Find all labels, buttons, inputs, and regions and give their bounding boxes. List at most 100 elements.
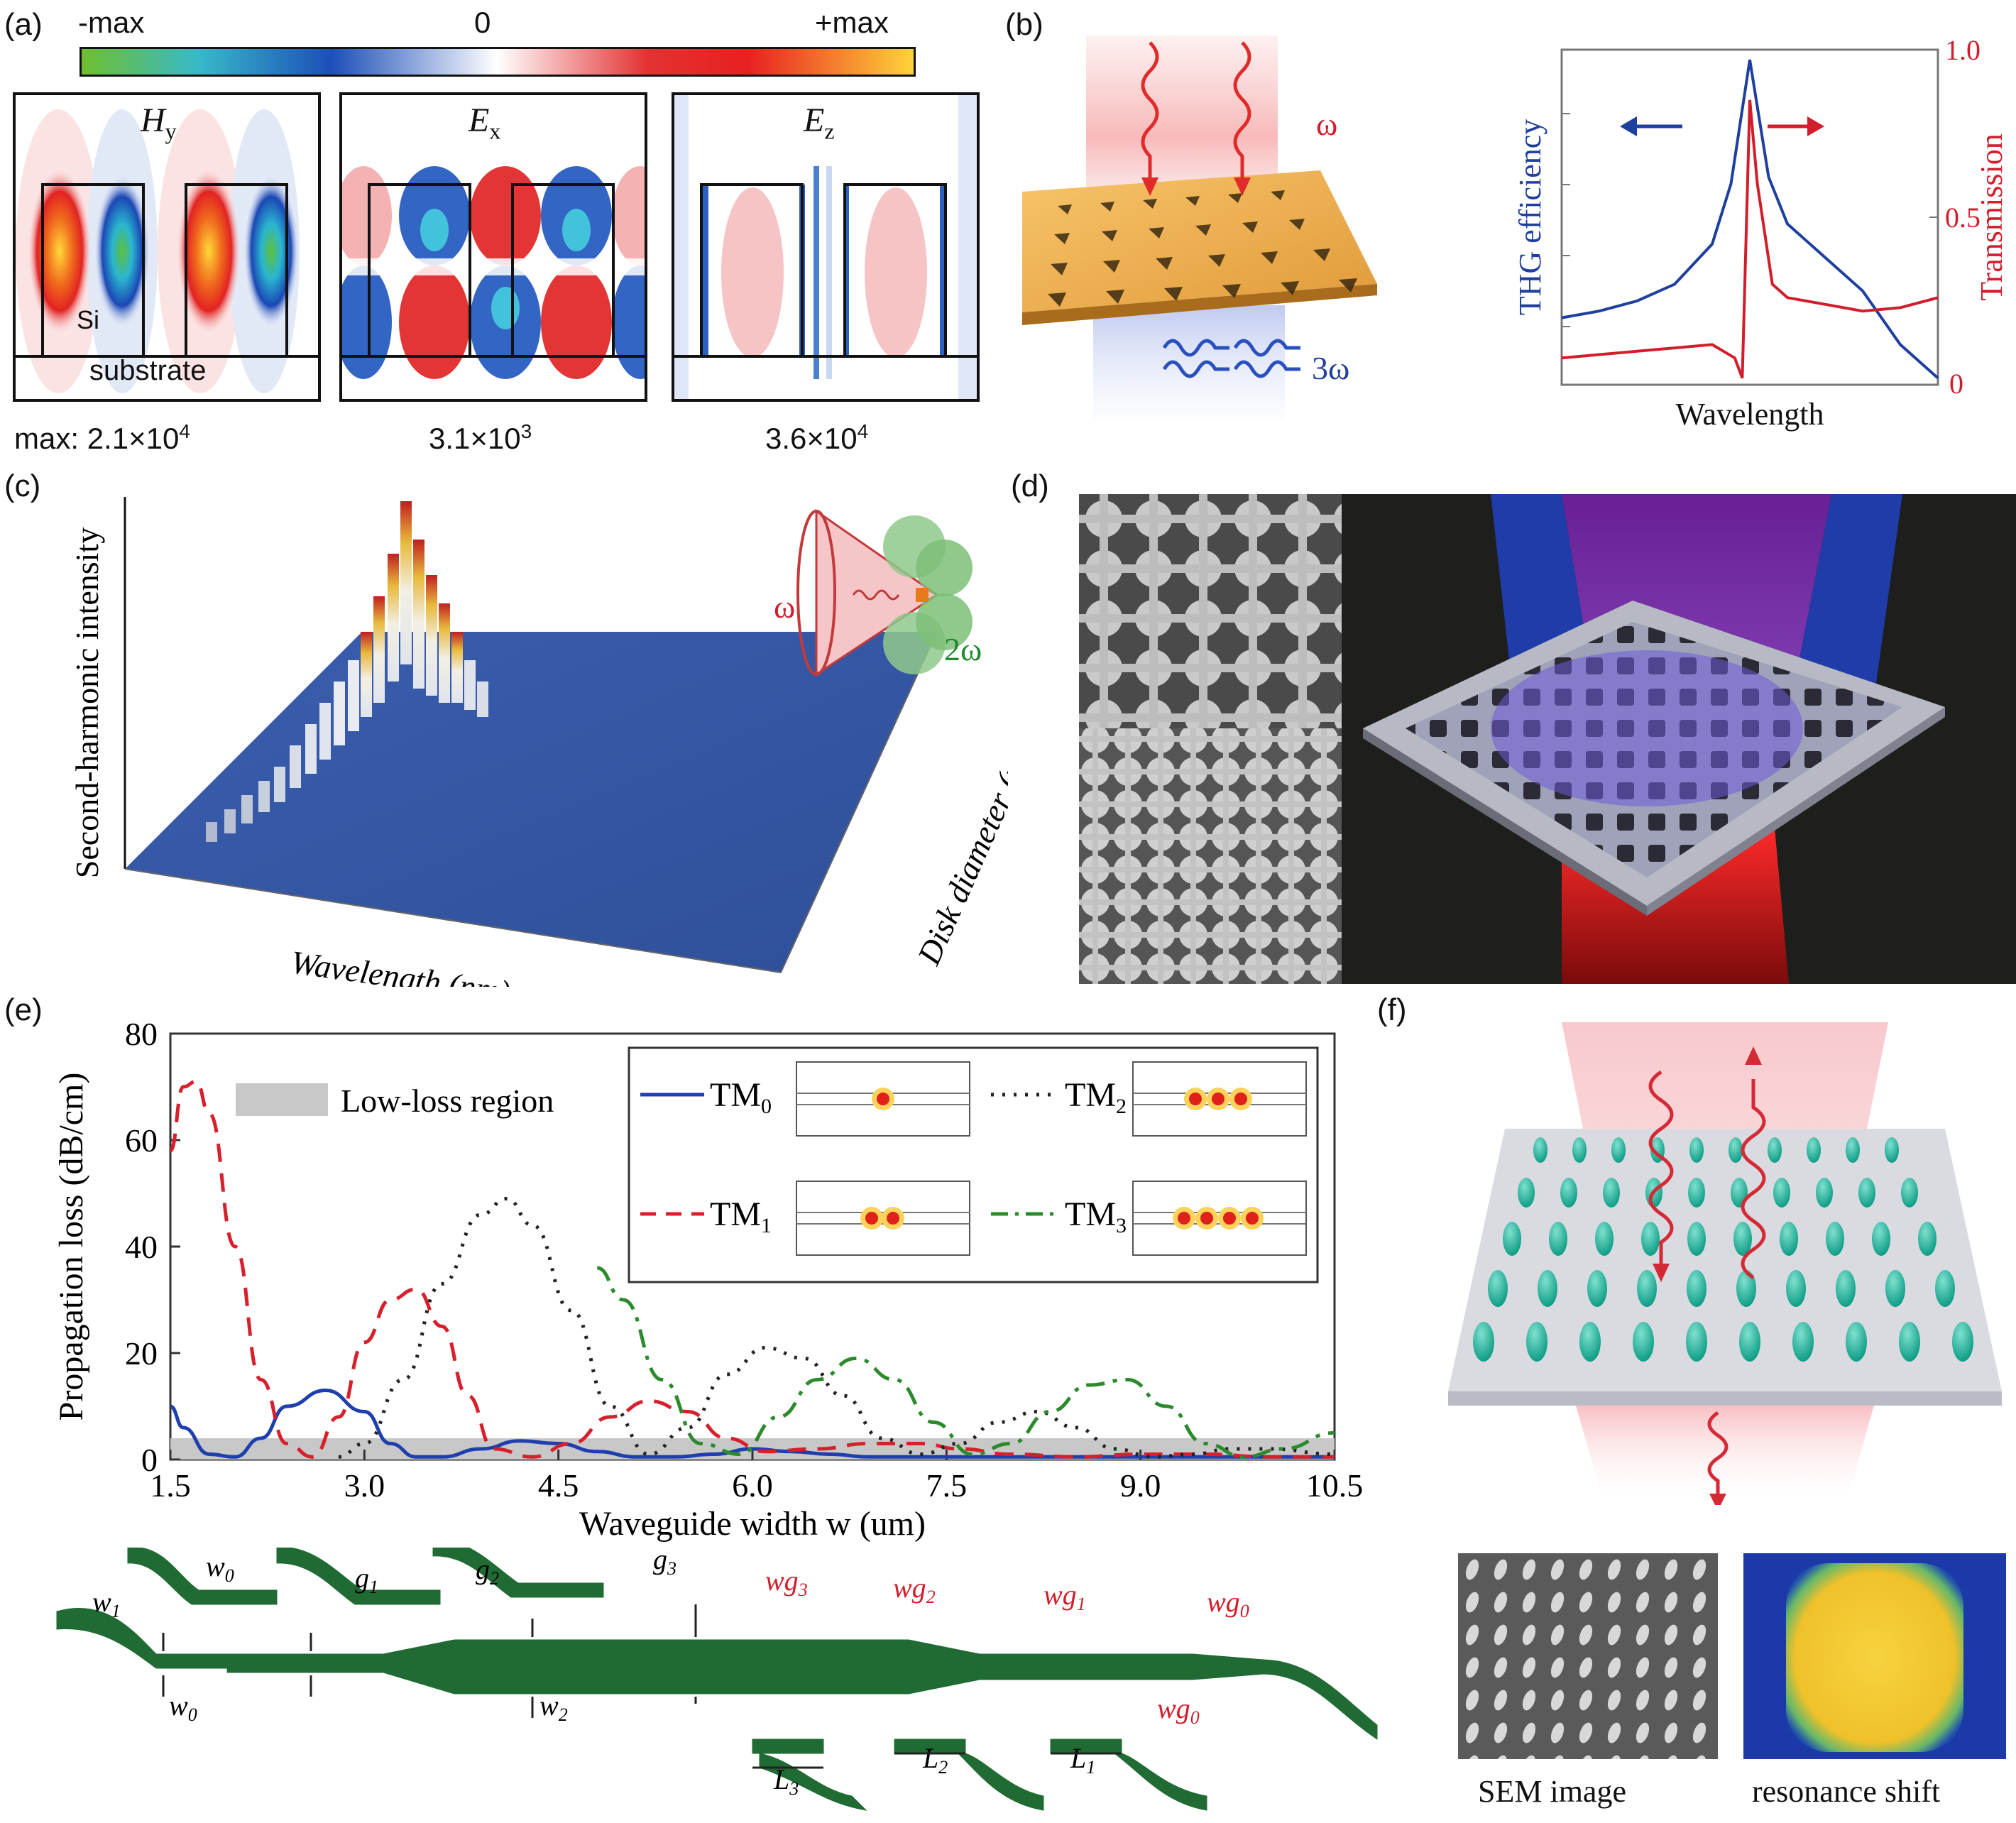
c-two-omega: 2ω <box>944 631 982 667</box>
right-tick-0.5: 0.5 <box>1945 202 1981 234</box>
resonance-shift-caption: resonance shift <box>1752 1774 1941 1809</box>
resonance-shift-map <box>1743 1553 2006 1759</box>
L2-label: L2 <box>922 1742 948 1778</box>
colorbar-mid-label: 0 <box>474 6 491 39</box>
photonic-crystal-figure <box>1079 494 2016 984</box>
legend-tm2: TM2 <box>1065 1076 1127 1118</box>
c-ylabel: Second-harmonic intensity <box>69 527 105 878</box>
colorbar <box>80 47 916 77</box>
max-prefix: max: <box>14 422 87 455</box>
b-series-thg <box>1561 59 1939 380</box>
max-exponent: 4 <box>179 420 190 442</box>
substrate-label: substrate <box>89 355 207 386</box>
sh-3d-plot: Wavelength (nm) Second-harmonic intensit… <box>69 497 1008 987</box>
field-map-ex <box>339 92 647 402</box>
colorbar-max-label: +max <box>815 6 889 39</box>
wg1-label: wg1 <box>1043 1579 1086 1614</box>
y-tick-label: 20 <box>125 1335 158 1372</box>
e-series-tm3 <box>596 1266 1335 1459</box>
panel-f-label: (f) <box>1377 992 1407 1027</box>
c-zlabel: Disk diameter (nm) <box>910 723 1008 970</box>
max-exponent: 3 <box>520 420 532 442</box>
b-xlabel: Wavelength <box>1675 397 1824 432</box>
right-tick-0: 0 <box>1949 368 1963 400</box>
x-tick-label: 1.5 <box>150 1467 191 1504</box>
legend-tm1: TM1 <box>710 1195 772 1237</box>
field-max-ex: 3.1×103 <box>429 420 532 456</box>
b-ylabel-right: Transmission <box>1974 133 2009 301</box>
wg0-lower-label: wg0 <box>1157 1692 1200 1728</box>
max-mantissa: 3.1×10 <box>429 422 521 455</box>
panel-e-label: (e) <box>4 992 43 1027</box>
right-tick-1: 1.0 <box>1945 34 1981 66</box>
x-tick-label: 6.0 <box>732 1467 773 1504</box>
e-series-tm1 <box>168 1079 1335 1459</box>
panel-b-label: (b) <box>1005 7 1043 42</box>
panel-a-label: (a) <box>4 7 43 42</box>
field-title-ez: Ez <box>804 101 835 145</box>
propagation-loss-chart: 1.5 3.0 4.5 6.0 7.5 9.0 10.5 0 20 40 60 80 Low-loss… <box>53 1016 1364 1543</box>
low-loss-swatch <box>236 1083 328 1116</box>
wg0-label: wg0 <box>1207 1586 1249 1621</box>
field-map-hy <box>13 92 321 402</box>
x-tick-label: 4.5 <box>538 1467 579 1504</box>
sem-image <box>1458 1553 1718 1759</box>
low-loss-legend: Low-loss region <box>341 1083 554 1119</box>
red-arrowhead <box>1807 116 1824 136</box>
field-map-ez <box>672 92 980 402</box>
thg-transmission-chart: 1.0 0.5 0 Wavelength THG efficiency Tran… <box>1513 34 2009 432</box>
field-symbol: E <box>469 102 490 139</box>
g2-label: g2 <box>476 1553 499 1589</box>
three-omega-label: 3ω <box>1312 350 1350 386</box>
y-tick-label: 80 <box>125 1016 158 1052</box>
legend-tm3: TM3 <box>1065 1195 1127 1237</box>
dielectric-metasurface-illustration <box>1448 1022 2002 1505</box>
max-mantissa: 2.1×10 <box>87 422 180 455</box>
waveguide-schematic: w0 w1 w0 w2 g1 g2 g3 wg3 wg2 wg1 wg0 wg0… <box>56 1548 1378 1811</box>
field-subscript: z <box>824 118 835 144</box>
thg-metasurface-illustration <box>1022 35 1377 419</box>
x-tick-label: 3.0 <box>344 1467 385 1504</box>
field-title-ex: Ex <box>469 101 500 145</box>
sem-caption: SEM image <box>1478 1774 1626 1809</box>
field-max-ez: 3.6×104 <box>765 420 868 456</box>
e-ylabel: Propagation loss (dB/cm) <box>53 1073 90 1421</box>
b-ylabel-left: THG efficiency <box>1513 119 1547 316</box>
field-subscript: y <box>165 118 177 144</box>
y-tick-label: 0 <box>141 1442 158 1478</box>
y-tick-label: 40 <box>125 1229 158 1265</box>
L3-label: L3 <box>773 1763 799 1799</box>
max-mantissa: 3.6×10 <box>765 422 858 455</box>
b-series-transmission <box>1561 99 1939 379</box>
field-symbol: H <box>141 102 165 139</box>
c-xlabel: Wavelength (nm) <box>289 943 513 987</box>
blue-arrowhead <box>1620 116 1637 136</box>
w0-label: w0 <box>169 1690 197 1725</box>
colorbar-min-label: -max <box>78 6 145 39</box>
field-max-hy: max: 2.1×104 <box>14 420 190 456</box>
max-exponent: 4 <box>857 420 869 442</box>
x-tick-label: 7.5 <box>926 1467 968 1504</box>
wg2-label: wg2 <box>893 1572 936 1607</box>
si-label: Si <box>77 305 100 334</box>
mode-profile-insets <box>796 1061 1307 1256</box>
g1-label: g1 <box>355 1562 378 1597</box>
x-tick-label: 10.5 <box>1306 1467 1364 1504</box>
w0-upper-label: w0 <box>206 1550 234 1586</box>
legend-tm0: TM0 <box>710 1076 772 1118</box>
wg3-label: wg3 <box>765 1565 808 1600</box>
field-symbol: E <box>804 102 825 139</box>
w2-label: w2 <box>539 1690 568 1725</box>
y-tick-label: 60 <box>125 1122 158 1159</box>
e-xlabel: Waveguide width w (um) <box>579 1505 926 1543</box>
omega-label: ω <box>1316 106 1338 142</box>
field-title-hy: Hy <box>141 101 177 145</box>
L1-label: L1 <box>1070 1742 1095 1778</box>
g3-label: g3 <box>653 1548 676 1579</box>
w1-label: w1 <box>92 1586 121 1621</box>
sh-emission-inset <box>796 509 973 677</box>
field-subscript: x <box>489 118 501 144</box>
x-tick-label: 9.0 <box>1120 1467 1161 1504</box>
c-omega: ω <box>774 588 795 625</box>
panel-c-label: (c) <box>4 469 41 503</box>
